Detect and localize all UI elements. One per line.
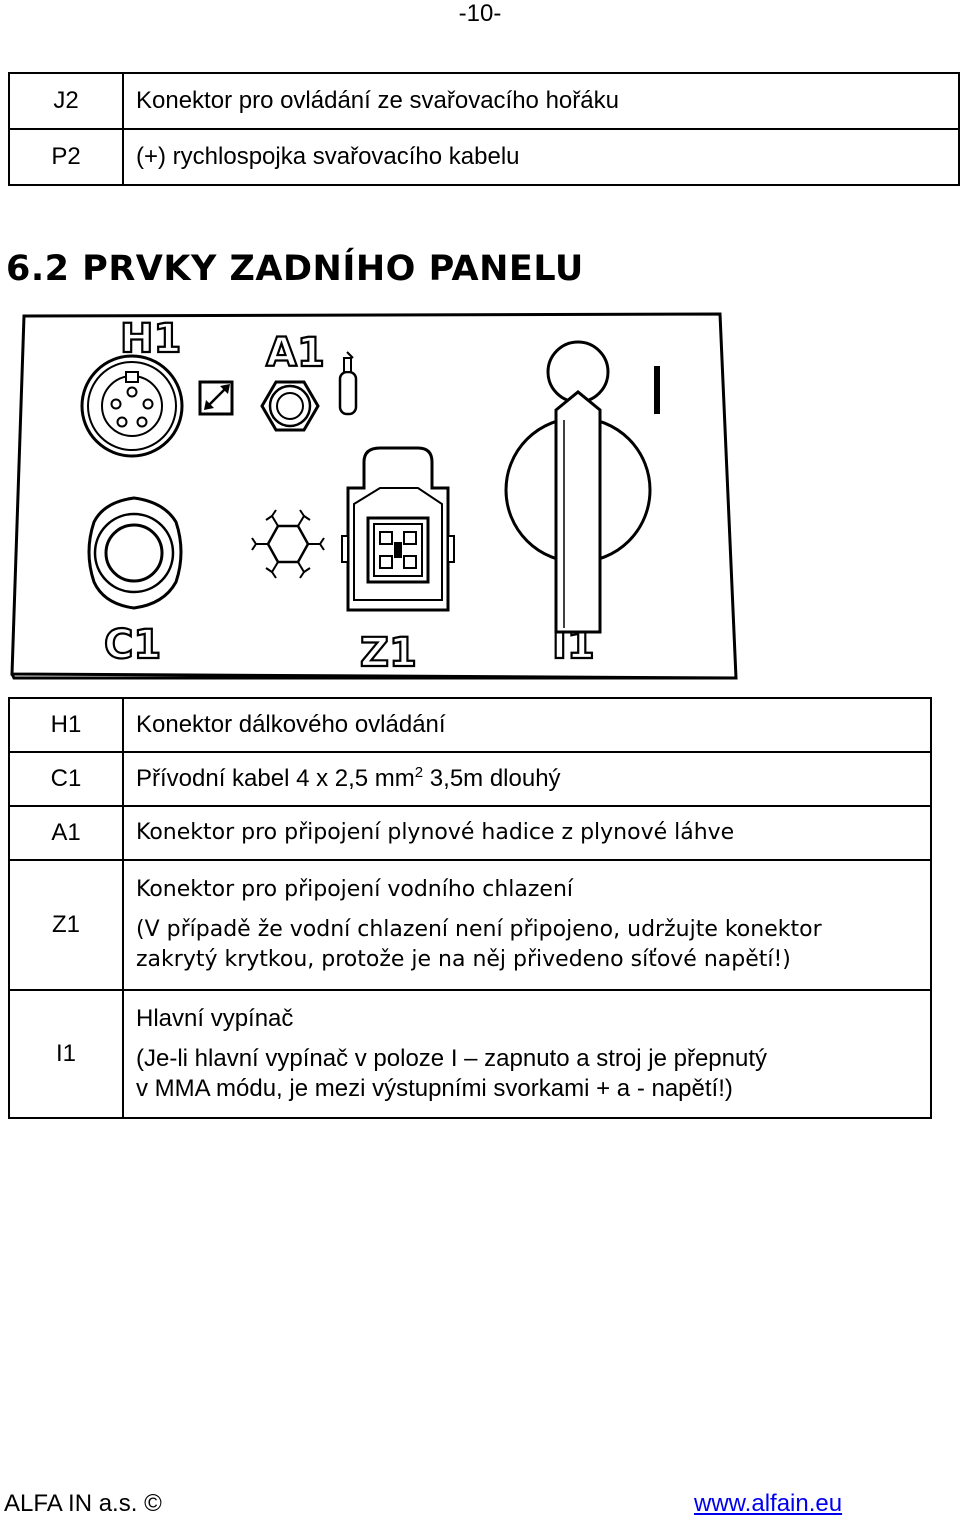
table-row: Z1 Konektor pro připojení vodního chlaze… (8, 859, 932, 991)
row-code: J2 (8, 72, 124, 130)
water-cooling-connector-z1 (341, 446, 455, 612)
gas-bottle-icon (338, 351, 358, 416)
row-code: H1 (8, 697, 124, 753)
row-code: C1 (8, 751, 124, 807)
row-description: Konektor pro připojení vodního chlazení … (122, 859, 932, 991)
label-z1: Z1 (360, 630, 417, 676)
desc-line: (V případě že vodní chlazení není připoj… (136, 917, 822, 942)
footer-company: ALFA IN a.s. © (4, 1490, 162, 1517)
cable-gland-c1 (87, 496, 183, 610)
row-description: Přívodní kabel 4 x 2,5 mm2 3,5m dlouhý (122, 751, 932, 807)
table-row: A1 Konektor pro připojení plynové hadice… (8, 805, 932, 861)
gas-connector-a1 (260, 380, 320, 432)
rear-panel-figure: H1 A1 C1 Z1 I1 (10, 312, 738, 680)
label-c1: C1 (104, 622, 161, 668)
row-code: Z1 (8, 859, 124, 991)
row-description: Konektor pro ovládání ze svařovacího hoř… (122, 72, 960, 130)
label-a1: A1 (266, 330, 325, 376)
page-number: -10- (458, 0, 502, 27)
table-row: I1 Hlavní vypínač (Je-li hlavní vypínač … (8, 989, 932, 1119)
remote-connector-h1 (80, 354, 184, 458)
footer-website-link[interactable]: www.alfain.eu (694, 1490, 843, 1517)
remote-control-icon (198, 380, 234, 416)
desc-text: 3,5m dlouhý (423, 765, 561, 792)
row-code: I1 (8, 989, 124, 1119)
desc-superscript: 2 (414, 764, 424, 781)
desc-line: zakrytý krytkou, protože je na něj přive… (136, 947, 791, 972)
desc-line: Konektor pro připojení vodního chlazení (136, 877, 574, 902)
desc-line: Hlavní vypínač (136, 1005, 294, 1032)
connector-table-front: J2 Konektor pro ovládání ze svařovacího … (8, 72, 960, 186)
table-row: J2 Konektor pro ovládání ze svařovacího … (8, 72, 960, 130)
water-cooling-icon (251, 509, 325, 579)
row-code: A1 (8, 805, 124, 861)
desc-line: v MMA módu, je mezi výstupními svorkami … (136, 1075, 733, 1102)
table-row: H1 Konektor dálkového ovládání (8, 697, 932, 753)
table-row: C1 Přívodní kabel 4 x 2,5 mm2 3,5m dlouh… (8, 751, 932, 807)
table-row: P2 (+) rychlospojka svařovacího kabelu (8, 128, 960, 186)
main-switch-i1 (504, 340, 660, 634)
row-description: Konektor dálkového ovládání (122, 697, 932, 753)
row-code: P2 (8, 128, 124, 186)
row-description: Konektor pro připojení plynové hadice z … (122, 805, 932, 861)
desc-text: Přívodní kabel 4 x 2,5 mm (136, 765, 415, 792)
desc-line: (Je-li hlavní vypínač v poloze I – zapnu… (136, 1045, 768, 1072)
row-description: (+) rychlospojka svařovacího kabelu (122, 128, 960, 186)
rear-panel-table: H1 Konektor dálkového ovládání C1 Přívod… (8, 697, 932, 1119)
row-description: Hlavní vypínač (Je-li hlavní vypínač v p… (122, 989, 932, 1119)
section-heading: 6.2 PRVKY ZADNÍHO PANELU (6, 249, 584, 289)
